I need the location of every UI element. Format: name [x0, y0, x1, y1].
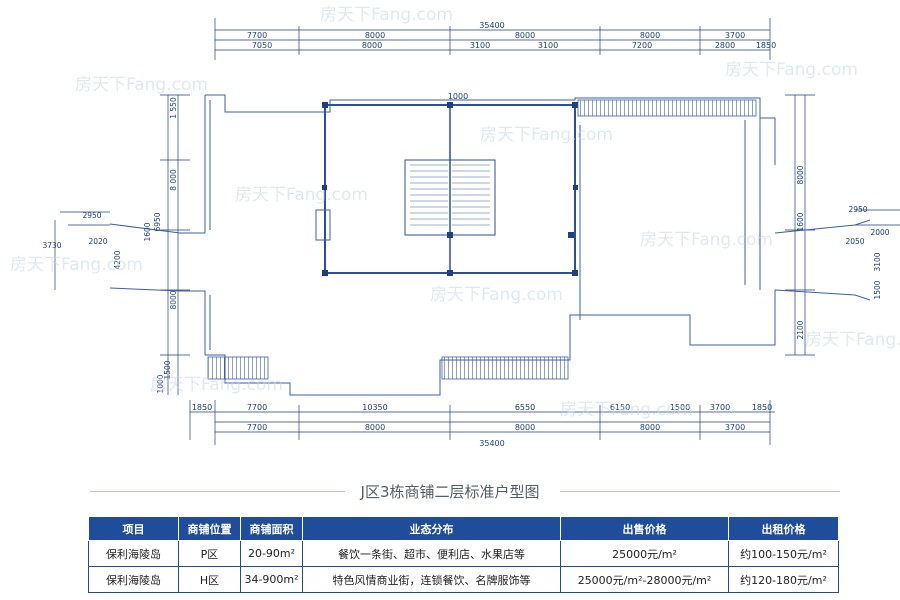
right-dimension-column: 8000 1600 2100 3100 1500 [796, 165, 882, 339]
dimension-label: 8000 [640, 423, 660, 432]
dimension-label: 1850 [192, 403, 212, 412]
column-header: 项目 [88, 516, 179, 541]
dimension-label: 8000 [365, 31, 385, 40]
dimension-label: 2050 [845, 237, 864, 246]
table-cell: 20-90m² [240, 540, 303, 567]
dimension-label: 8 000 [169, 169, 178, 191]
table-cell: 约120-180元/m² [728, 566, 839, 593]
dimension-label: 3700 [725, 423, 745, 432]
watermark: 房天下Fang.com [725, 60, 858, 80]
watermark: 房天下Fang.com [10, 255, 143, 275]
table-row: 保利海陵岛 H区 34-900m² 特色风情商业街，连锁餐饮、名牌服饰等 250… [88, 566, 839, 593]
watermark: 房天下Fang.com [150, 375, 283, 395]
dimension-label: 1500 [163, 360, 172, 379]
table-cell: 约100-150元/m² [728, 540, 839, 567]
table-cell: P区 [178, 540, 241, 567]
column-header: 商铺位置 [178, 516, 241, 541]
sink-fixture [315, 209, 331, 241]
floor-plan-caption: J区3栋商铺二层标准户型图 [360, 483, 540, 501]
column-header: 业态分布 [302, 516, 561, 541]
table-cell: 25000元/m²-28000元/m² [560, 566, 729, 593]
table-cell: 25000元/m² [560, 540, 729, 567]
dimension-label: 1850 [752, 403, 772, 412]
dimension-label: 3100 [470, 41, 490, 50]
dimension-label: 3100 [538, 41, 558, 50]
dimension-label: 6950 [153, 212, 162, 231]
dimension-label: 6150 [610, 403, 630, 412]
caption-rule-left [90, 491, 345, 492]
table-cell: 餐饮一条街、超市、便利店、水果店等 [302, 540, 561, 567]
table-cell: H区 [178, 566, 241, 593]
left-wing-dimensions: 2950 2020 3730 [42, 211, 107, 250]
watermark: 房天下Fang.com [430, 285, 563, 305]
dimension-label: 1500 [873, 280, 882, 299]
watermark: 房天下Fang.com [75, 75, 208, 95]
dimension-lines [54, 18, 900, 445]
bottom-dimension-row-1: 1850 7700 10350 6550 6150 1500 3700 1850 [192, 403, 772, 412]
top-dimension-row-2: 7050 8000 3100 3100 7200 2800 1850 [252, 41, 776, 50]
dimension-label: 4200 [113, 250, 122, 269]
dimension-label: 8000 [362, 41, 382, 50]
watermark: 房天下Fang.com [235, 185, 368, 205]
watermark: 房天下Fang.com [560, 400, 693, 420]
column-header: 出售价格 [560, 516, 729, 541]
top-dimension-row-1: 7700 8000 8000 8000 3700 [247, 31, 745, 40]
dimension-label: 8000 [796, 165, 805, 184]
table-cell: 34-900m² [240, 566, 303, 593]
watermark: 房天下Fang.com [480, 125, 613, 145]
right-wing-dimensions: 2950 2050 2000 [845, 205, 889, 246]
dimension-label: 3100 [873, 252, 882, 271]
shop-price-table: 项目 商铺位置 商铺面积 业态分布 出售价格 出租价格 保利海陵岛 P区 20-… [88, 516, 839, 593]
dimension-label: 7700 [247, 31, 267, 40]
dimension-label: 1000 [156, 374, 165, 393]
stair-treads [410, 164, 490, 226]
dimension-label: 7700 [247, 423, 267, 432]
dimension-label: 1600 [143, 222, 152, 241]
table-cell: 保利海陵岛 [88, 566, 179, 593]
dimension-label: 2950 [82, 211, 101, 220]
dimension-label: 1 550 [169, 97, 178, 119]
watermark: 房天下Fang.com [320, 5, 453, 25]
column-header: 商铺面积 [240, 516, 303, 541]
watermark: 房天下Fang.com [805, 330, 900, 350]
dimension-label: 8000 [515, 423, 535, 432]
table-cell: 保利海陵岛 [88, 540, 179, 567]
dimension-label: 8000 [169, 290, 178, 309]
dimension-label: 8000 [640, 31, 660, 40]
table-cell: 特色风情商业街，连锁餐饮、名牌服饰等 [302, 566, 561, 593]
dimension-label: 2950 [848, 205, 867, 214]
column-header: 出租价格 [728, 516, 839, 541]
dimension-label: 3730 [42, 241, 61, 250]
hatched-corridors [207, 99, 757, 380]
building-outline [109, 94, 871, 396]
table-header-row: 项目 商铺位置 商铺面积 业态分布 出售价格 出租价格 [88, 516, 839, 541]
dimension-label: 10350 [362, 403, 387, 412]
dimension-label: 7050 [252, 41, 272, 50]
dimension-label: 3700 [725, 31, 745, 40]
dimension-label: 8000 [515, 31, 535, 40]
dimension-label: 1850 [756, 41, 776, 50]
structural-columns [322, 102, 578, 276]
watermark: 房天下Fang.com [640, 230, 773, 250]
dimension-label: 2800 [715, 41, 735, 50]
dimension-label: 2100 [796, 320, 805, 339]
bottom-total-dimension: 35400 [479, 439, 504, 448]
dimension-label: 7200 [632, 41, 652, 50]
dimension-label: 8000 [365, 423, 385, 432]
dimension-label: 3700 [710, 403, 730, 412]
stair-top-dimension: 1000 [448, 92, 468, 101]
table-row: 保利海陵岛 P区 20-90m² 餐饮一条街、超市、便利店、水果店等 25000… [88, 540, 839, 567]
dimension-label: 2020 [88, 237, 107, 246]
dimension-label: 1500 [670, 403, 690, 412]
dimension-label: 1600 [796, 212, 805, 231]
dimension-label: 2000 [870, 228, 889, 237]
top-total-dimension: 35400 [479, 21, 504, 30]
caption-rule-right [560, 491, 840, 492]
bottom-dimension-row-2: 7700 8000 8000 8000 3700 [247, 423, 745, 432]
dimension-label: 6550 [515, 403, 535, 412]
dimension-label: 7700 [247, 403, 267, 412]
